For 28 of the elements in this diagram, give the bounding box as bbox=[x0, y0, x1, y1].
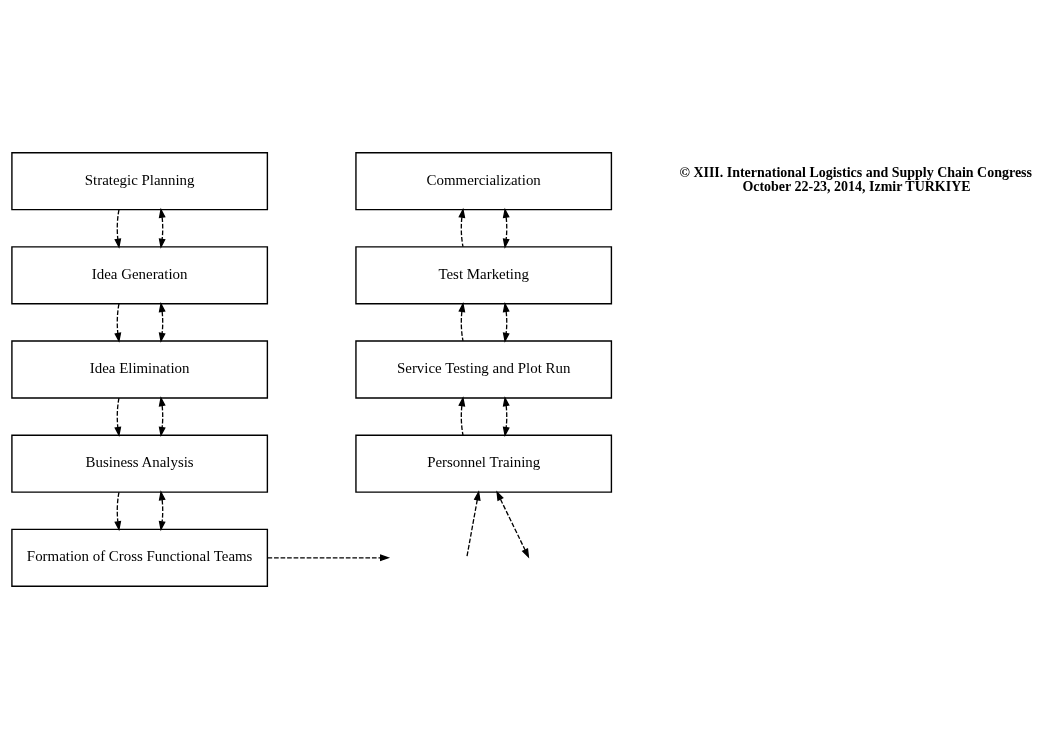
node-box: Idea Generation bbox=[11, 246, 269, 305]
arrow bbox=[502, 207, 510, 249]
node-box: Idea Elimination bbox=[11, 340, 269, 399]
arrow bbox=[114, 491, 122, 532]
node-box: Business Analysis bbox=[11, 434, 269, 493]
arrow bbox=[114, 397, 122, 437]
arrow bbox=[158, 490, 166, 532]
arrow bbox=[266, 554, 391, 562]
node-box: Service Testing and Plot Run bbox=[355, 340, 613, 399]
arrow bbox=[458, 302, 466, 342]
arrow bbox=[114, 209, 122, 249]
node-box: Personnel Training bbox=[355, 434, 613, 493]
arrow bbox=[158, 396, 166, 438]
arrow bbox=[158, 302, 166, 343]
node-box: Commercialization bbox=[355, 152, 613, 211]
arrow bbox=[458, 396, 466, 436]
node-box: Test Marketing bbox=[355, 246, 613, 305]
label: October 22-23, 2014, Izmir TURKIYE bbox=[742, 179, 971, 195]
arrow bbox=[114, 303, 122, 343]
node-box: Formation of Cross Functional Teams bbox=[11, 528, 269, 587]
node-box: Strategic Planning bbox=[11, 152, 269, 211]
arrow bbox=[496, 490, 530, 559]
arrow bbox=[502, 302, 510, 343]
label: © XIII. International Logistics and Supply Chain Congress bbox=[679, 165, 1032, 181]
arrow bbox=[502, 396, 510, 438]
arrow bbox=[466, 490, 481, 558]
arrow bbox=[158, 207, 166, 249]
arrow bbox=[458, 207, 466, 248]
